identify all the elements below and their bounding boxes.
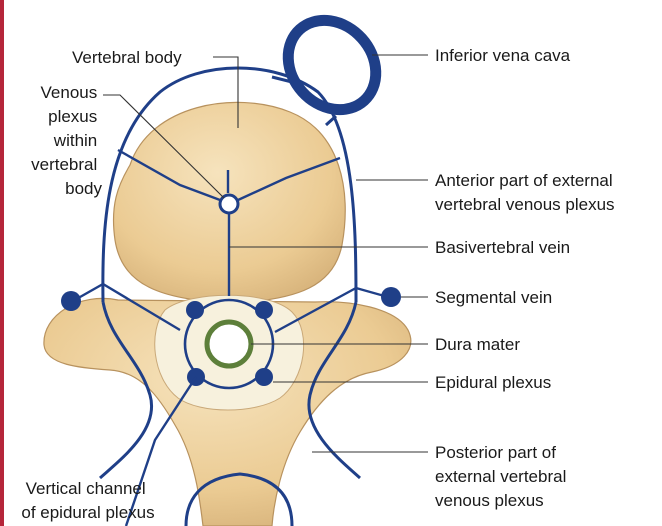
label-basivertebral-vein: Basivertebral vein — [435, 238, 570, 257]
frame-edge — [0, 0, 4, 526]
epidural-node-br — [255, 368, 273, 386]
segmental-vein-right — [381, 287, 401, 307]
dura-mater-ring — [207, 322, 251, 366]
label-inferior-vena-cava: Inferior vena cava — [435, 46, 571, 65]
label-segmental-vein: Segmental vein — [435, 288, 552, 307]
label-anterior-external-plexus: Anterior part of external vertebral veno… — [435, 171, 617, 214]
label-posterior-external-plexus: Posterior part of external vertebral ven… — [435, 443, 571, 510]
segmental-vein-left — [61, 291, 81, 311]
label-venous-plexus-within: Venous plexus within vertebral body — [31, 83, 102, 198]
label-dura-mater: Dura mater — [435, 335, 520, 354]
epidural-node-tr — [255, 301, 273, 319]
label-epidural-plexus: Epidural plexus — [435, 373, 551, 392]
label-vertebral-body: Vertebral body — [72, 48, 182, 67]
inferior-vena-cava-ring — [270, 3, 394, 128]
epidural-node-tl — [186, 301, 204, 319]
venous-plexus-node — [220, 195, 238, 213]
